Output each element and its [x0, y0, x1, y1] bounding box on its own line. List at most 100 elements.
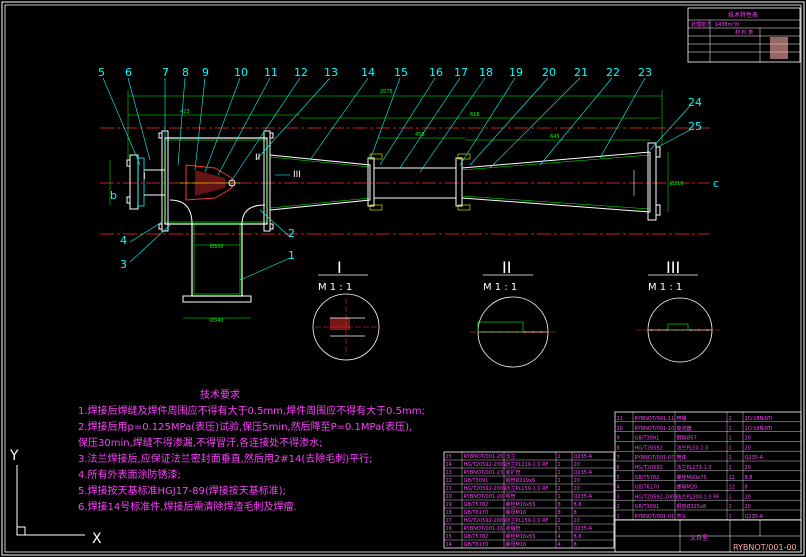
parts-left-cell: 8 [558, 502, 561, 508]
parts-left-cell: 23 [446, 470, 452, 476]
parts-left-cell: 1 [558, 470, 561, 476]
part-number-12: 12 [294, 66, 308, 79]
parts-left-cell: 法兰PL159-1.0 RF [506, 485, 549, 492]
parts-left-cell: GB/T3091 [464, 478, 489, 484]
parts-left-cell: 法兰PL159-1.0 RF [506, 517, 549, 524]
parts-left-cell: 25 [446, 454, 452, 460]
parts-right-cell: 10 [617, 426, 623, 432]
tech-requirements: 技术要求 1.焊接后焊缝及焊件周围应不得有大于0.5mm,焊件周围应不得有大于0… [78, 388, 425, 513]
parts-left-cell: 螺栓M16x65 [506, 533, 536, 540]
parts-left-cell: GB/T6170 [464, 542, 489, 548]
parts-left-cell: 喉管 [506, 493, 516, 500]
section-view-i-scale: M 1 : 1 [318, 282, 352, 293]
parts-left-cell: 1 [558, 526, 561, 532]
parts-left-cell: Q235-A [574, 470, 593, 476]
dim-d8: Ø219 [670, 180, 683, 187]
parts-left-cell: 20 [574, 478, 580, 484]
parts-left-cell: 4 [558, 542, 561, 548]
tech-requirement-2: 2.焊接后用p=0.125MPa(表压)试验,保压5min,然后降至P=0.1M… [78, 420, 412, 433]
parts-left-cell: 18 [446, 510, 452, 516]
parts-left-cell: 渐扩管 [506, 469, 521, 476]
parts-right-cell: Q235-A [745, 455, 764, 461]
parts-right-cell: 法兰PL50-1.0 [677, 444, 709, 451]
parts-right-cell: 20 [745, 445, 751, 451]
parts-right-cell: 2 [729, 465, 732, 471]
parts-left-cell: 14 [446, 542, 452, 548]
ucs-icon: Y X [9, 448, 102, 547]
parts-right-cell: 7 [617, 455, 620, 461]
parts-right-cell: 8 [617, 445, 620, 451]
inner-frame [4, 4, 802, 553]
parts-right-cell: RYBNOT/001-01 [635, 514, 675, 520]
part-number-9: 9 [202, 66, 209, 79]
parts-left-cell: HG/T20592-2009 [464, 462, 507, 468]
part-number-11: 11 [264, 66, 278, 79]
diverging-section [461, 151, 651, 213]
parts-right-cell: HG/T20592-2009 [635, 494, 678, 500]
top-table-row1: 处理能力 [691, 21, 711, 28]
part-number-7: 7 [162, 66, 169, 79]
parts-left-cell: HG/T20592-2009 [464, 518, 507, 524]
parts-left-cell: Q235-A [574, 494, 593, 500]
parts-left-cell: 螺母M16 [506, 509, 527, 516]
outlet-flange-right [647, 142, 657, 221]
section-mark-i: I [143, 172, 146, 182]
parts-right-cell: 旋流器 [677, 425, 692, 432]
tech-requirement-7: 6.焊接14号标准件,焊接后需清除焊渣毛刺及焊瘤. [78, 500, 297, 513]
part-number-10: 10 [234, 66, 248, 79]
parts-right-cell: 1 [729, 494, 732, 500]
parts-left-cell: 24 [446, 462, 452, 468]
dim-d5: 645 [550, 134, 560, 140]
part-number-25: 25 [688, 120, 702, 133]
parts-right-cell: 12 [729, 475, 735, 481]
parts-left-cell: GB/T5782 [464, 502, 489, 508]
parts-left-cell: Q235-A [574, 526, 593, 532]
parts-right-cell: 20 [745, 504, 751, 510]
title-block-name: 文丘里 [690, 534, 708, 542]
parts-left-cell: 2 [558, 486, 561, 492]
top-table-row1-value: 1438m³/h [715, 22, 739, 28]
section-view-ii: II M 1 : 1 [470, 258, 556, 368]
part-number-1: 1 [288, 249, 295, 262]
tech-requirement-3: 保压30min,焊缝不得渗漏,不得冒汗,各连接处不得渗水; [78, 436, 323, 449]
parts-left-cell: RYBNOT/001-16 [464, 526, 504, 532]
parts-right-cell: RYBNOT/001-10 [635, 426, 675, 432]
dim-d2: 2075 [380, 89, 393, 95]
dim-d1: 423 [180, 109, 190, 115]
parts-right-cell: GB/T3091 [635, 504, 660, 510]
ucs-x-label: X [92, 531, 102, 547]
parts-left-cell: 20 [574, 518, 580, 524]
parts-left-cell: Q235-A [574, 454, 593, 460]
tech-requirement-5: 4.所有外表面涂防锈漆; [78, 468, 181, 481]
title-block-drawing-number: RYBNOT/001-00 [733, 543, 797, 552]
parts-right-cell: HG/T20592 [635, 465, 663, 471]
section-view-ii-scale: M 1 : 1 [483, 282, 517, 293]
part-number-13: 13 [324, 66, 338, 79]
parts-left-cell: 20 [574, 462, 580, 468]
parts-right-cell: 喷嘴 [677, 415, 687, 422]
section-view-iii-scale: M 1 : 1 [648, 282, 682, 293]
parts-left-cell: 1 [558, 518, 561, 524]
dim-d6: Ø300 [210, 243, 223, 250]
axis-label-c: c [713, 177, 719, 190]
parts-left-cell: 螺母M16 [506, 541, 527, 548]
part-number-23: 23 [638, 66, 652, 79]
parts-left-cell: 1 [558, 454, 561, 460]
parts-right-cell: 1 [729, 445, 732, 451]
parts-left-cell: 15 [446, 534, 452, 540]
parts-left-cell: RYBNOT/001-20 [464, 494, 504, 500]
parts-right-cell: 筒体 [677, 454, 687, 461]
parts-right-cell: 螺母M20 [677, 484, 698, 491]
parts-right-cell: 钢管Ø57 [677, 435, 697, 442]
parts-right-cell: 2 [617, 504, 620, 510]
parts-right-cell: 8 [745, 485, 748, 491]
ucs-y-label: Y [9, 448, 19, 464]
parts-left-cell: 钢管Ø219x6 [506, 477, 536, 484]
part-number-5: 5 [98, 66, 105, 79]
tech-requirements-title: 技术要求 [200, 388, 240, 401]
part-number-2: 2 [288, 227, 295, 240]
parts-right-cell: HG/T20592 [635, 445, 663, 451]
parts-right-cell: 12 [729, 485, 735, 491]
parts-right-cell: RYBNOT/001-07 [635, 455, 675, 461]
top-title-table: 技术特性表 处理能力 1438m³/h 材 料 表 [687, 7, 801, 63]
